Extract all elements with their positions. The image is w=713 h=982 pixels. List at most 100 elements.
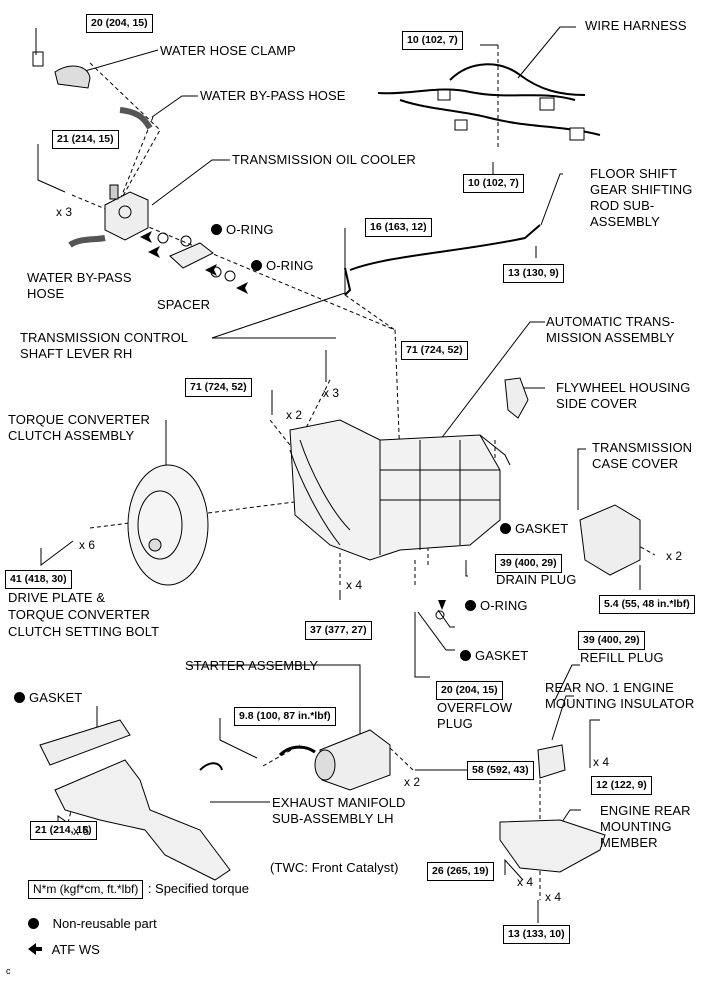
atf-arrows <box>140 231 446 610</box>
label-starter: STARTER ASSEMBLY <box>185 658 319 673</box>
torque-refill: 39 (400, 29) <box>578 631 645 650</box>
non-reusable-dot-icon <box>460 650 471 661</box>
label-torque-converter-1: TORQUE CONVERTER <box>8 412 150 427</box>
leader-lines <box>35 26 641 923</box>
torque-exhaust: 21 (214, 15) <box>30 821 97 840</box>
torque-member: 26 (265, 19) <box>427 862 494 881</box>
transmission-drawing <box>289 419 511 561</box>
shift-rod-drawing <box>344 224 541 296</box>
torque-case-cover: 5.4 (55, 48 in.*lbf) <box>599 595 695 614</box>
label-engine-rear-member-3: MEMBER <box>600 835 658 850</box>
label-engine-rear-member-2: MOUNTING <box>600 819 672 834</box>
o-ring-refill-text: O-RING <box>480 598 528 613</box>
legend-torque-row: N*m (kgf*cm, ft.*lbf) : Specified torque <box>28 880 249 899</box>
water-hose-clamp-drawing <box>32 51 91 89</box>
wire-harness-drawing <box>377 63 601 141</box>
label-gasket-overflow: GASKET <box>460 648 528 664</box>
label-spacer: SPACER <box>157 297 211 312</box>
insulator-drawing <box>537 744 566 779</box>
label-transmission-oil-cooler: TRANSMISSION OIL COOLER <box>232 152 416 167</box>
multiplier-exhaust: x 6 <box>73 824 90 838</box>
gasket-overflow-text: GASKET <box>475 648 529 663</box>
torque-overflow: 20 (204, 15) <box>436 681 503 700</box>
label-engine-rear-member-1: ENGINE REAR <box>600 803 691 818</box>
label-floor-shift-4: ASSEMBLY <box>590 214 660 229</box>
torque-cooler: 21 (214, 15) <box>52 130 119 149</box>
non-reusable-dot-icon <box>465 600 476 611</box>
label-auto-trans-2: MISSION ASSEMBLY <box>546 330 675 345</box>
torque-starter-nut: 9.8 (100, 87 in.*lbf) <box>234 707 336 726</box>
legend-torque-box: N*m (kgf*cm, ft.*lbf) <box>28 880 144 899</box>
exhaust-drawing <box>54 759 231 881</box>
non-reusable-dot-icon <box>14 692 25 703</box>
legend-non-reusable-row: Non-reusable part <box>28 916 157 931</box>
label-water-hose-clamp: WATER HOSE CLAMP <box>160 43 296 58</box>
label-overflow-plug-1: OVERFLOW <box>437 700 513 715</box>
label-exhaust-2: SUB-ASSEMBLY LH <box>272 811 394 826</box>
torque-member-bottom: 13 (133, 10) <box>503 925 570 944</box>
oil-cooler-drawing <box>68 184 149 248</box>
label-water-bypass-hose-top: WATER BY-PASS HOSE <box>200 88 346 103</box>
multiplier-starter: x 2 <box>404 775 421 789</box>
torque-starter-bolt: 58 (592, 43) <box>467 761 534 780</box>
starter-drawing <box>278 729 391 791</box>
label-twc: (TWC: Front Catalyst) <box>270 860 399 875</box>
legend-atf-row: ATF WS <box>28 942 100 957</box>
member-drawing <box>499 819 606 873</box>
non-reusable-dot-icon <box>211 224 222 235</box>
label-o-ring-1: O-RING <box>211 222 274 238</box>
label-gasket-exhaust: GASKET <box>14 690 82 706</box>
label-trans-case-cover-2: CASE COVER <box>592 456 679 471</box>
label-rear-insulator-2: MOUNTING INSULATOR <box>545 696 695 711</box>
spacer-drawing <box>169 242 214 269</box>
torque-harness-bottom: 10 (102, 7) <box>463 174 524 193</box>
torque-water-clamp: 20 (204, 15) <box>86 14 153 33</box>
atf-arrow-icon <box>28 943 42 955</box>
flywheel-cover-drawing <box>504 377 529 419</box>
label-o-ring-refill: O-RING <box>465 598 528 614</box>
label-trans-control-lever-1: TRANSMISSION CONTROL <box>20 330 189 345</box>
torque-insulator: 12 (122, 9) <box>591 776 652 795</box>
label-o-ring-2: O-RING <box>251 258 314 274</box>
label-rear-insulator-1: REAR NO. 1 ENGINE <box>545 680 674 695</box>
multiplier-member-bottom: x 4 <box>545 890 562 904</box>
torque-drain: 39 (400, 29) <box>495 554 562 573</box>
label-trans-control-lever-2: SHAFT LEVER RH <box>20 346 133 361</box>
non-reusable-dot-icon <box>251 260 262 271</box>
label-drive-plate-3: CLUTCH SETTING BOLT <box>8 624 160 639</box>
label-wire-harness: WIRE HARNESS <box>585 18 687 33</box>
torque-harness-top: 10 (102, 7) <box>402 31 463 50</box>
o-ring-drawings <box>157 232 445 620</box>
label-floor-shift-2: GEAR SHIFTING <box>590 182 693 197</box>
torque-rod: 13 (130, 9) <box>503 264 564 283</box>
label-floor-shift-1: FLOOR SHIFT <box>590 166 678 181</box>
multiplier-member: x 4 <box>517 875 534 889</box>
label-torque-converter-2: CLUTCH ASSEMBLY <box>8 428 135 443</box>
torque-lever: 16 (163, 12) <box>365 218 432 237</box>
multiplier-insulator: x 4 <box>593 755 610 769</box>
torque-trans-top-2: 71 (724, 52) <box>185 378 252 397</box>
corner-mark: c <box>6 966 11 976</box>
label-auto-trans-1: AUTOMATIC TRANS- <box>546 314 675 329</box>
case-cover-drawing <box>579 504 641 576</box>
label-gasket-drain: GASKET <box>500 521 568 537</box>
non-reusable-dot-icon <box>500 523 511 534</box>
multiplier-trans-2: x 2 <box>286 408 303 422</box>
torque-drive-plate: 41 (418, 30) <box>5 570 72 589</box>
label-drive-plate-1: DRIVE PLATE & <box>8 590 106 605</box>
multiplier-drive-plate: x 6 <box>79 538 96 552</box>
o-ring-2-text: O-RING <box>266 258 314 273</box>
gasket-exhaust-text: GASKET <box>29 690 83 705</box>
gasket-exhaust-drawing <box>39 719 131 766</box>
label-water-bypass-hose-left-2: HOSE <box>27 286 65 301</box>
label-exhaust-1: EXHAUST MANIFOLD <box>272 795 406 810</box>
label-floor-shift-3: ROD SUB- <box>590 198 655 213</box>
multiplier-bottom: x 4 <box>346 578 363 592</box>
legend: N*m (kgf*cm, ft.*lbf) : Specified torque… <box>28 880 288 960</box>
label-overflow-plug-2: PLUG <box>437 716 473 731</box>
label-flywheel-cover-1: FLYWHEEL HOUSING <box>556 380 691 395</box>
label-refill-plug: REFILL PLUG <box>580 650 664 665</box>
multiplier-trans-3: x 3 <box>323 386 340 400</box>
legend-non-reusable-text: Non-reusable part <box>52 916 157 931</box>
